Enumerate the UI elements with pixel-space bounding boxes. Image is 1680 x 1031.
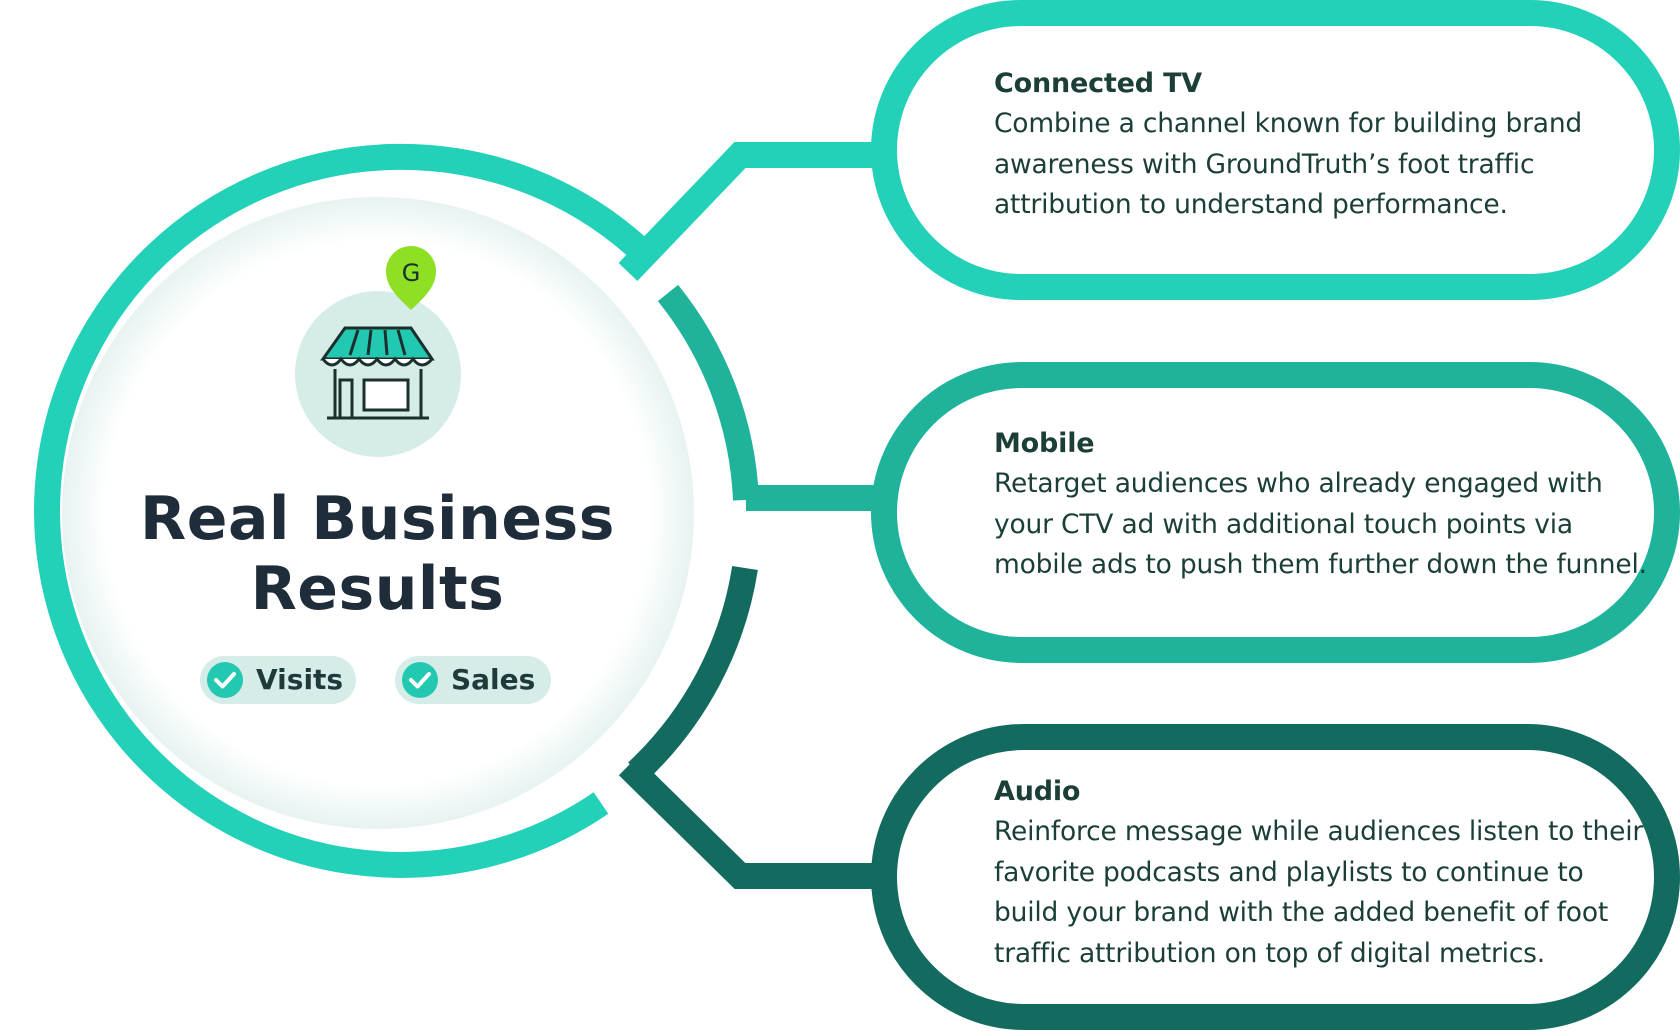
lower-arc: [628, 565, 758, 782]
channel-title: Connected TV: [994, 68, 1202, 99]
outer-ring: [34, 143, 646, 878]
pill-mobile: [871, 362, 1680, 663]
badge-visits: Visits: [200, 656, 356, 704]
channel-mobile: Mobile Retarget audiences who already en…: [994, 424, 1654, 586]
pill-audio: [871, 724, 1680, 1030]
channel-desc-line: Reinforce message while audiences listen…: [994, 816, 1644, 847]
channel-desc-line: Retarget audiences who already engaged w…: [994, 468, 1603, 499]
channel-title: Mobile: [994, 428, 1095, 459]
center-title-line2: Results: [250, 554, 505, 624]
check-circle-icon: [207, 662, 243, 698]
pill-connected-tv: [871, 0, 1680, 300]
check-circle-icon: [402, 662, 438, 698]
channel-desc-line: awareness with GroundTruth’s foot traffi…: [994, 148, 1535, 180]
badge-sales: Sales: [395, 656, 551, 704]
channel-desc-line: mobile ads to push them further down the…: [994, 549, 1647, 580]
pin-letter: G: [402, 259, 421, 287]
badge-sales-label: Sales: [451, 663, 536, 696]
channel-desc-line: your CTV ad with additional touch points…: [994, 508, 1573, 540]
middle-arc: [657, 284, 759, 501]
channel-desc-line: attribution to understand performance.: [994, 189, 1508, 220]
badge-visits-label: Visits: [256, 663, 344, 696]
connector-connected-tv: [618, 142, 890, 281]
channel-desc-line: build your brand with the added benefit …: [994, 897, 1609, 928]
channel-desc-line: favorite podcasts and playlists to conti…: [994, 856, 1584, 888]
channel-connected-tv: Connected TV Combine a channel known for…: [994, 64, 1634, 226]
channel-title: Audio: [994, 776, 1081, 807]
connector-audio: [618, 756, 890, 889]
location-pin-icon: G: [386, 246, 436, 310]
center-title-line1: Real Business: [140, 484, 615, 554]
channel-desc-line: Combine a channel known for building bra…: [994, 108, 1583, 139]
store-icon-bg: [295, 291, 461, 457]
channel-desc-line: traffic attribution on top of digital me…: [994, 937, 1546, 969]
channel-audio: Audio Reinforce message while audiences …: [994, 772, 1654, 974]
store-icon: [320, 326, 435, 420]
